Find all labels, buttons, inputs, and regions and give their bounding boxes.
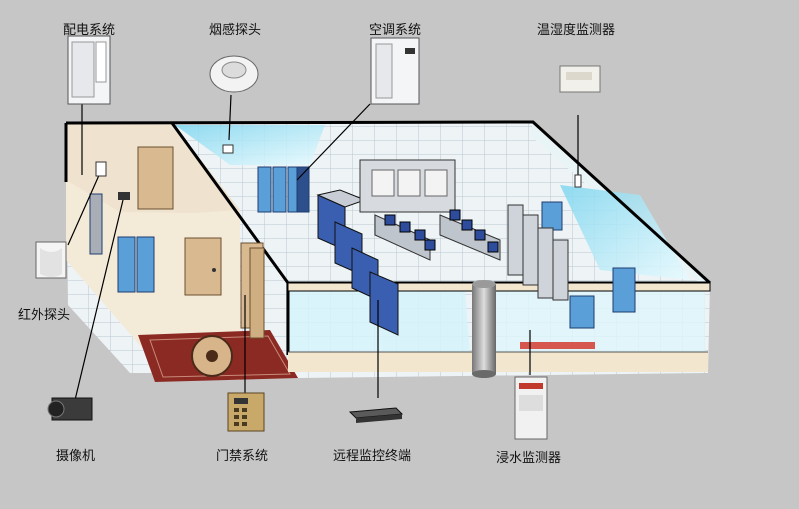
label-remote-terminal: 远程监控终端: [333, 449, 412, 464]
label-camera: 摄像机: [56, 449, 96, 464]
label-access-control: 门禁系统: [216, 449, 269, 464]
power-cabinet-icon: [67, 35, 111, 105]
smoke-detector-icon: [209, 55, 259, 93]
label-air-conditioning: 空调系统: [369, 23, 422, 38]
water-detector-icon: [514, 376, 548, 440]
leader-lines: [67, 94, 579, 401]
lighting-zones: [175, 125, 705, 355]
camera-icon: [47, 192, 130, 421]
label-smoke-detector: 烟感探头: [209, 23, 262, 38]
label-temp-humidity-monitor: 温湿度监测器: [537, 23, 616, 38]
front-walls: [287, 282, 711, 372]
remote-terminal-icon: [348, 407, 404, 423]
back-cabinets: [359, 159, 456, 213]
pipe: [472, 280, 496, 378]
monitor-desks: [374, 209, 501, 261]
wall-sensors: [95, 144, 582, 188]
label-infrared-detector: 红外探头: [18, 308, 71, 323]
label-water-detector: 浸水监测器: [496, 451, 562, 466]
doors: [137, 146, 265, 339]
infrared-detector-icon: [35, 241, 67, 279]
label-power-system: 配电系统: [63, 23, 116, 38]
cabinets: [89, 166, 636, 329]
server-racks: [316, 189, 569, 336]
air-conditioner-icon: [370, 37, 420, 105]
water-strip: [520, 342, 595, 349]
access-control-keypad-icon: [227, 392, 265, 432]
temperature-humidity-monitor-icon: [559, 65, 601, 93]
